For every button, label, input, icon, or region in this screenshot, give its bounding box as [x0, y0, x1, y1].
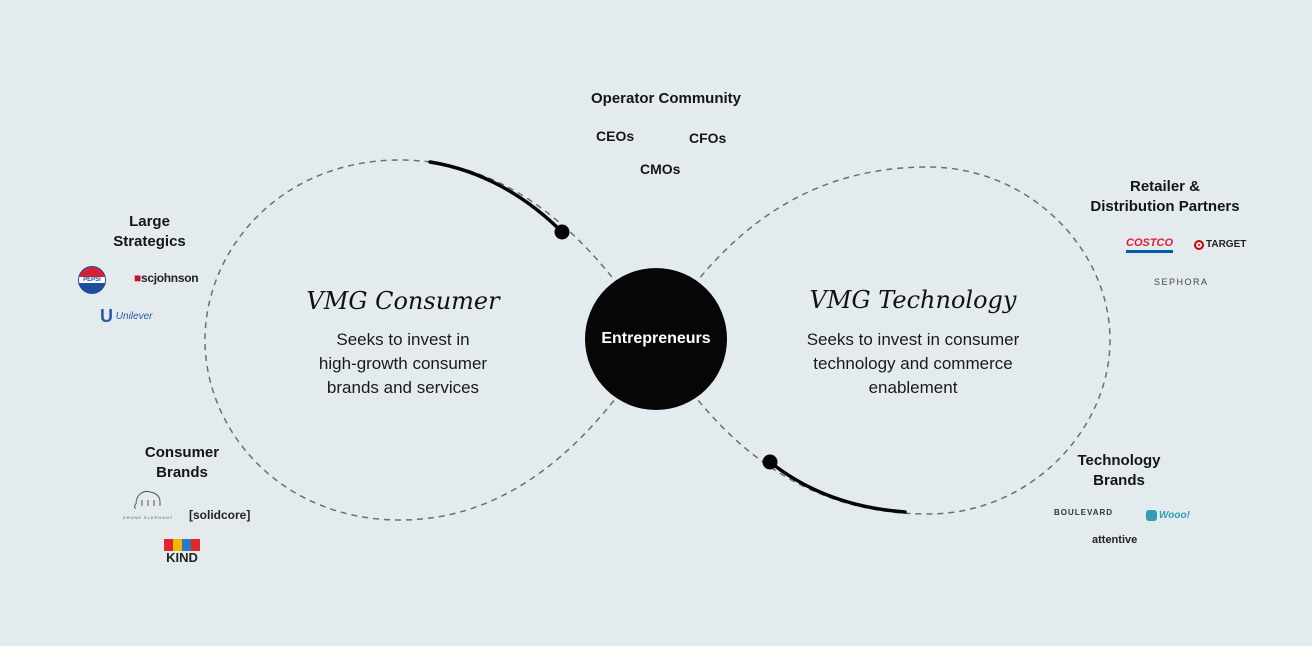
description-line: brands and services — [326, 378, 480, 397]
vmg-consumer-description: Seeks to invest in high-growth consumer … — [283, 328, 523, 400]
title-line: Consumer — [144, 444, 220, 461]
elephant-icon — [134, 491, 161, 509]
sephora-logo: SEPHORA — [1154, 277, 1209, 287]
vmg-consumer-title: VMG Consumer — [306, 287, 500, 315]
costco-logo-text: COSTCO — [1126, 237, 1174, 249]
kind-color-bar — [164, 539, 200, 551]
target-logo: TARGET — [1194, 239, 1246, 250]
kind-logo-text: KIND — [166, 550, 198, 565]
title-line: Strategics — [113, 233, 186, 250]
description-line: high-growth consumer — [318, 354, 488, 373]
wooo-logo-text: Wooo! — [1159, 510, 1190, 521]
unilever-u-icon: U — [100, 306, 113, 326]
large-strategics-title: Large Strategics — [92, 212, 207, 252]
title-line: Large — [129, 213, 170, 230]
pepsi-logo: PEPSI — [78, 266, 106, 294]
description-line: technology and commerce — [813, 354, 1013, 373]
pepsi-logo-text: PEPSI — [83, 277, 101, 283]
description-line: Seeks to invest in consumer — [806, 330, 1020, 349]
scjohnson-logo-text: scjohnson — [140, 271, 199, 285]
role-cmos: CMOs — [640, 161, 681, 177]
consumer-progress-arc — [428, 160, 564, 234]
costco-underline — [1126, 250, 1174, 253]
title-line: Brands — [156, 464, 208, 481]
scjohnson-mark-icon: ■ — [134, 271, 141, 285]
unilever-logo-text: Unilever — [115, 311, 153, 323]
role-cfos: CFOs — [689, 130, 727, 146]
entrepreneurs-hub: Entrepreneurs — [585, 268, 727, 410]
description-line: enablement — [868, 378, 958, 397]
drunk-elephant-text: DRUNK ELEPHANT — [122, 515, 174, 520]
retailer-partners-title: Retailer & Distribution Partners — [1075, 177, 1255, 217]
technology-brands-title: Technology Brands — [1064, 451, 1174, 491]
hub-label: Entrepreneurs — [601, 330, 711, 347]
wooo-tooth-icon — [1146, 510, 1157, 521]
title-line: Distribution Partners — [1090, 198, 1240, 215]
wooo-logo: Wooo! — [1146, 510, 1190, 521]
vmg-technology-description: Seeks to invest in consumer technology a… — [778, 328, 1048, 400]
technology-progress-dot — [762, 454, 778, 470]
title-line: Brands — [1093, 472, 1145, 489]
vmg-technology-title: VMG Technology — [809, 286, 1017, 314]
drunk-elephant-logo: DRUNK ELEPHANT — [120, 486, 176, 520]
kind-logo: KIND — [164, 539, 200, 565]
attentive-logo: attentive — [1092, 534, 1138, 546]
title-line: Technology — [1077, 452, 1161, 469]
consumer-brands-title: Consumer Brands — [126, 443, 238, 483]
consumer-progress-dot — [554, 224, 570, 240]
scjohnson-logo: ■scjohnson — [134, 271, 199, 285]
technology-loop-path — [655, 166, 1111, 515]
solidcore-logo: [solidcore] — [189, 508, 251, 522]
target-logo-text: TARGET — [1206, 239, 1247, 250]
description-line: Seeks to invest in — [336, 330, 470, 349]
operator-community-title: Operator Community — [590, 90, 741, 107]
technology-progress-arc — [768, 460, 907, 514]
boulevard-logo: BOULEVARD — [1054, 508, 1114, 517]
unilever-logo: U Unilever — [100, 306, 152, 327]
title-line: Retailer & — [1129, 178, 1201, 195]
target-bullseye-icon — [1194, 239, 1204, 250]
costco-logo: COSTCO — [1126, 237, 1174, 253]
role-ceos: CEOs — [596, 128, 635, 144]
